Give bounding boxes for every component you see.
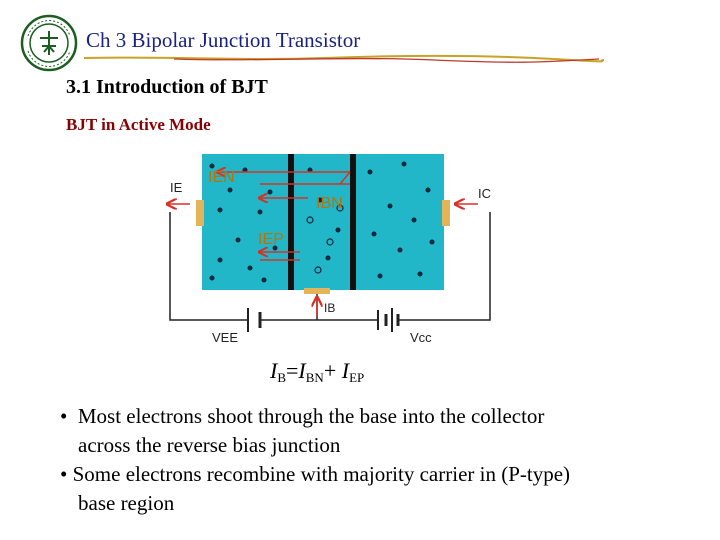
label-vee: VEE	[212, 330, 238, 345]
bullet-text-line1: Most electrons shoot through the base in…	[77, 404, 545, 428]
ibn-arrow	[260, 171, 351, 198]
bullet-text-line2: across the reverse bias junction	[78, 433, 341, 457]
vee-battery	[247, 308, 262, 332]
label-ic: IC	[478, 186, 491, 201]
label-ib: IB	[324, 301, 335, 315]
diagram-subtitle: BJT in Active Mode	[66, 115, 211, 134]
label-ie: IE	[170, 180, 183, 195]
bullet-continuation: base region	[60, 489, 710, 518]
bullet-item: • Some electrons recombine with majority…	[60, 460, 710, 489]
ien-arrow	[218, 172, 350, 185]
bullet-marker: •	[60, 404, 68, 428]
eq-ib: I	[270, 358, 278, 383]
bullet-text-line1: Some electrons recombine with majority c…	[72, 462, 571, 486]
base-region	[294, 154, 352, 290]
bullet-list: • Most electrons shoot through the base …	[60, 402, 710, 518]
electron-dots	[209, 161, 435, 283]
collector-region	[352, 154, 444, 290]
collector-contact	[442, 200, 450, 226]
eq-plus: +	[323, 358, 342, 383]
eq-iep-sub: EP	[349, 370, 365, 385]
emitter-base-junction	[288, 154, 294, 290]
header-decorative-rule	[83, 52, 605, 66]
label-ien: IEN	[208, 169, 235, 186]
label-iep: IEP	[258, 231, 284, 248]
section-title: 3.1 Introduction of BJT	[66, 76, 268, 98]
base-collector-junction	[350, 154, 356, 290]
eq-equals: =	[286, 358, 299, 383]
vcc-battery	[377, 308, 400, 332]
page-header-title: Ch 3 Bipolar Junction Transistor	[86, 28, 361, 52]
label-vcc: Vcc	[410, 330, 432, 345]
label-ibn: IBN	[316, 195, 343, 212]
bullet-marker: •	[60, 462, 68, 486]
current-equation: IB=IBN+ IEP	[270, 358, 364, 386]
emitter-contact	[196, 200, 204, 226]
eq-ibn-sub: BN	[305, 370, 324, 385]
base-contact	[304, 288, 330, 294]
eq-iep: I	[341, 358, 350, 383]
university-logo	[20, 14, 78, 72]
iep-arrow	[260, 252, 300, 261]
eq-ibn: I	[298, 358, 306, 383]
eq-ib-sub: B	[277, 370, 286, 385]
bullet-text-line2: base region	[78, 491, 175, 515]
hole-dots	[306, 204, 344, 274]
bullet-item: • Most electrons shoot through the base …	[60, 402, 710, 431]
bjt-active-mode-diagram: IE IC IB IEN IBN IEP VEE Vcc	[160, 150, 500, 350]
bullet-continuation: across the reverse bias junction	[60, 431, 710, 460]
